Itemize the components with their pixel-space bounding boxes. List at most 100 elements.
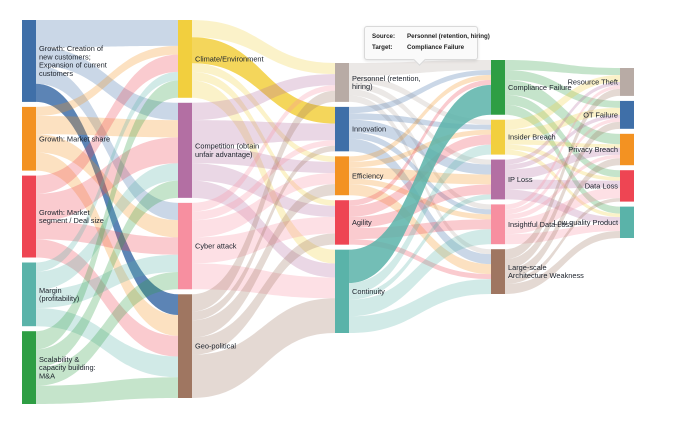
- sankey-node-competition[interactable]: [178, 102, 192, 198]
- sankey-link-innovation-to-largescale[interactable]: [349, 138, 491, 265]
- sankey-link-efficiency-to-compliance[interactable]: [349, 74, 491, 162]
- sankey-node-scalability[interactable]: [22, 331, 36, 404]
- sankey-link-personnel-to-iploss[interactable]: [349, 82, 491, 165]
- sankey-node-insightful[interactable]: [491, 204, 505, 245]
- sankey-node-iploss[interactable]: [491, 159, 505, 200]
- sankey-link-largescale-to-dataloss[interactable]: [505, 198, 620, 285]
- sankey-node-climate[interactable]: [178, 20, 192, 98]
- sankey-link-scalability-to-geo[interactable]: [36, 377, 178, 404]
- sankey-link-continuity-to-iploss[interactable]: [349, 194, 491, 300]
- sankey-link-competition-to-personnel[interactable]: [192, 74, 335, 121]
- sankey-link-growth_share-to-climate[interactable]: [36, 45, 178, 116]
- sankey-node-growth_share[interactable]: [22, 106, 36, 171]
- sankey-node-growth_new[interactable]: [22, 20, 36, 102]
- sankey-link-growth_seg-to-competition[interactable]: [36, 137, 178, 222]
- sankey-link-scalability-to-climate[interactable]: [36, 80, 178, 350]
- sankey-link-climate-to-personnel[interactable]: [192, 20, 335, 75]
- sankey-link-geo-to-efficiency[interactable]: [192, 184, 335, 338]
- sankey-link-personnel-to-insightful[interactable]: [349, 88, 491, 210]
- sankey-node-privacy[interactable]: [620, 133, 634, 166]
- sankey-link-growth_share-to-geo[interactable]: [36, 152, 178, 336]
- sankey-link-competition-to-innovation[interactable]: [192, 120, 335, 146]
- sankey-node-innovation[interactable]: [335, 106, 349, 152]
- sankey-link-iploss-to-lowquality[interactable]: [505, 189, 620, 225]
- sankey-link-growth_seg-to-geo[interactable]: [36, 239, 178, 357]
- sankey-link-insightful-to-dataloss[interactable]: [505, 187, 620, 235]
- sankey-link-iploss-to-otfail[interactable]: [505, 114, 620, 170]
- sankey-link-cyber-to-personnel[interactable]: [192, 85, 335, 212]
- sankey-link-insightful-to-otfail[interactable]: [505, 118, 620, 215]
- sankey-link-insightful-to-privacy[interactable]: [505, 154, 620, 220]
- sankey-link-innovation-to-compliance[interactable]: [349, 69, 491, 114]
- sankey-link-iploss-to-dataloss[interactable]: [505, 179, 620, 190]
- sankey-link-compliance-to-dataloss[interactable]: [505, 94, 620, 178]
- sankey-link-geo-to-innovation[interactable]: [192, 145, 335, 321]
- sankey-link-growth_share-to-cyber[interactable]: [36, 134, 178, 238]
- sankey-link-largescale-to-resource[interactable]: [505, 88, 620, 260]
- sankey-link-insider-to-lowquality[interactable]: [505, 149, 620, 218]
- sankey-link-efficiency-to-insider[interactable]: [349, 129, 491, 168]
- sankey-link-continuity-to-insider[interactable]: [349, 144, 491, 295]
- sankey-link-innovation-to-iploss[interactable]: [349, 119, 491, 175]
- sankey-link-largescale-to-privacy[interactable]: [505, 158, 620, 280]
- sankey-link-climate-to-innovation[interactable]: [192, 37, 335, 124]
- sankey-node-lowquality[interactable]: [620, 206, 634, 238]
- sankey-link-growth_new-to-competition[interactable]: [36, 47, 178, 121]
- sankey-link-largescale-to-lowquality[interactable]: [505, 231, 620, 294]
- sankey-link-compliance-to-otfail[interactable]: [505, 69, 620, 108]
- sankey-link-cyber-to-agility[interactable]: [192, 216, 335, 264]
- sankey-link-climate-to-continuity[interactable]: [192, 80, 335, 264]
- sankey-node-compliance[interactable]: [491, 60, 505, 115]
- sankey-link-growth_share-to-competition[interactable]: [36, 116, 178, 138]
- sankey-link-personnel-to-compliance[interactable]: [349, 60, 491, 76]
- sankey-link-scalability-to-cyber[interactable]: [36, 272, 178, 386]
- sankey-link-efficiency-to-largescale[interactable]: [349, 184, 491, 275]
- sankey-link-competition-to-agility[interactable]: [192, 163, 335, 217]
- sankey-link-continuity-to-compliance[interactable]: [349, 84, 491, 283]
- sankey-link-scalability-to-competition[interactable]: [36, 180, 178, 368]
- sankey-node-geo[interactable]: [178, 294, 192, 398]
- sankey-node-cyber[interactable]: [178, 202, 192, 290]
- sankey-link-insider-to-otfail[interactable]: [505, 107, 620, 140]
- sankey-link-continuity-to-insightful[interactable]: [349, 229, 491, 317]
- sankey-link-margin-to-cyber[interactable]: [36, 254, 178, 308]
- sankey-link-growth_new-to-cyber[interactable]: [36, 65, 178, 221]
- sankey-link-agility-to-iploss[interactable]: [349, 184, 491, 228]
- sankey-node-largescale[interactable]: [491, 249, 505, 294]
- sankey-link-insightful-to-lowquality[interactable]: [505, 224, 620, 245]
- sankey-link-growth_seg-to-cyber[interactable]: [36, 221, 178, 255]
- sankey-link-compliance-to-privacy[interactable]: [505, 79, 620, 145]
- sankey-link-margin-to-geo[interactable]: [36, 308, 178, 378]
- sankey-link-efficiency-to-insightful[interactable]: [349, 178, 491, 220]
- sankey-link-geo-to-continuity[interactable]: [192, 298, 335, 398]
- sankey-link-geo-to-agility[interactable]: [192, 233, 335, 355]
- sankey-link-insider-to-privacy[interactable]: [505, 139, 620, 148]
- sankey-node-dataloss[interactable]: [620, 170, 634, 202]
- sankey-node-personnel[interactable]: [335, 63, 349, 102]
- sankey-node-efficiency[interactable]: [335, 156, 349, 196]
- sankey-link-insider-to-resource[interactable]: [505, 74, 620, 130]
- sankey-link-cyber-to-continuity[interactable]: [192, 263, 335, 299]
- sankey-link-continuity-to-largescale[interactable]: [349, 279, 491, 333]
- sankey-link-largescale-to-otfail[interactable]: [505, 121, 620, 270]
- sankey-link-margin-to-climate[interactable]: [36, 71, 178, 272]
- sankey-link-iploss-to-privacy[interactable]: [505, 147, 620, 180]
- sankey-link-agility-to-compliance[interactable]: [349, 79, 491, 206]
- sankey-link-growth_seg-to-climate[interactable]: [36, 54, 178, 194]
- sankey-link-growth_new-to-climate[interactable]: [36, 20, 178, 48]
- sankey-link-margin-to-competition[interactable]: [36, 163, 178, 290]
- sankey-link-insider-to-dataloss[interactable]: [505, 144, 620, 181]
- sankey-node-insider[interactable]: [491, 119, 505, 155]
- sankey-link-iploss-to-resource[interactable]: [505, 81, 620, 165]
- sankey-link-climate-to-efficiency[interactable]: [192, 63, 335, 162]
- sankey-link-growth_new-to-geo[interactable]: [36, 83, 178, 316]
- sankey-link-cyber-to-efficiency[interactable]: [192, 173, 335, 238]
- sankey-link-agility-to-largescale[interactable]: [349, 239, 491, 280]
- sankey-link-insightful-to-resource[interactable]: [505, 85, 620, 210]
- sankey-link-compliance-to-resource[interactable]: [505, 60, 620, 75]
- sankey-node-resource[interactable]: [620, 68, 634, 96]
- sankey-node-growth_seg[interactable]: [22, 175, 36, 258]
- sankey-node-continuity[interactable]: [335, 249, 349, 333]
- sankey-link-competition-to-efficiency[interactable]: [192, 146, 335, 173]
- sankey-link-climate-to-agility[interactable]: [192, 71, 335, 206]
